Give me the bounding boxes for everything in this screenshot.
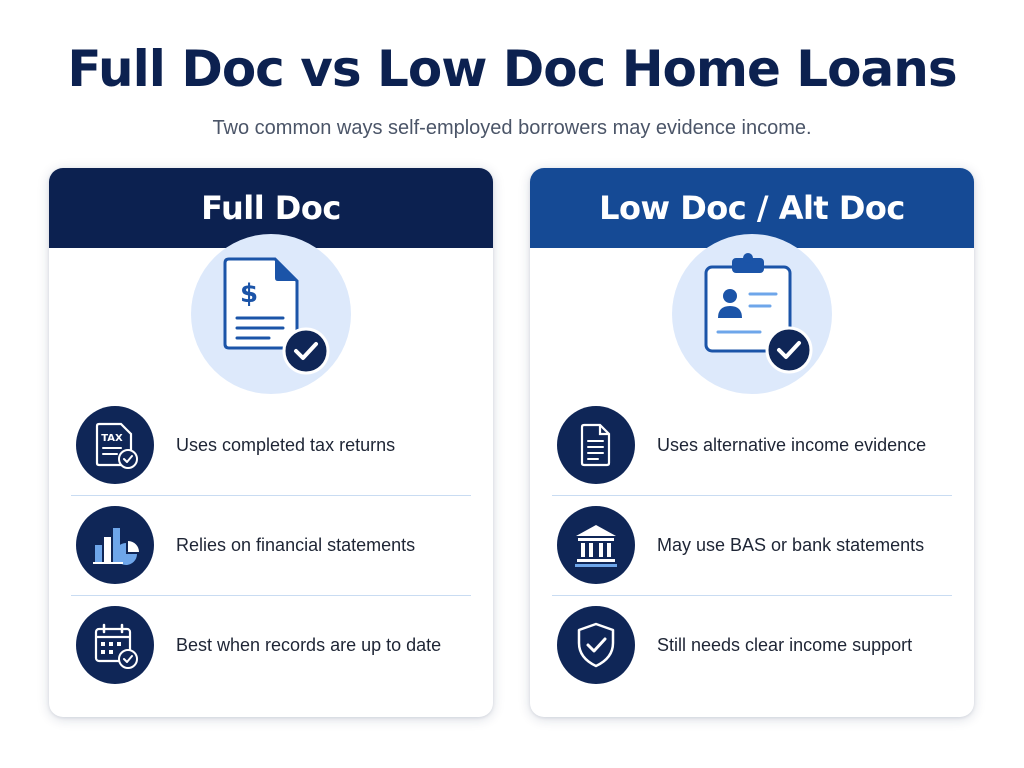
full-doc-item-financial-statements: Relies on financial statements <box>71 495 471 595</box>
divider <box>552 595 952 596</box>
bar-pie-chart-icon <box>76 506 154 584</box>
tax-label: TAX <box>101 433 123 444</box>
low-doc-item-label: May use BAS or bank statements <box>657 534 925 555</box>
divider <box>71 495 471 496</box>
page-title: Full Doc vs Low Doc Home Loans <box>67 40 957 98</box>
document-icon <box>557 406 635 484</box>
low-doc-card: Low Doc / Alt Doc Uses alte <box>530 168 974 717</box>
full-doc-card: Full Doc $ TAX Uses completed tax return… <box>49 168 493 717</box>
low-doc-item-label: Uses alternative income evidence <box>657 434 927 455</box>
divider <box>552 495 952 496</box>
low-doc-item-label: Still needs clear income support <box>657 634 913 655</box>
full-doc-item-label: Best when records are up to date <box>176 634 442 655</box>
shield-check-icon <box>557 606 635 684</box>
low-doc-item-alternative-evidence: Uses alternative income evidence <box>552 395 952 495</box>
full-doc-item-tax-returns: TAX Uses completed tax returns <box>71 395 471 495</box>
full-doc-hero-icon: $ <box>191 234 351 394</box>
tax-document-check-icon: TAX <box>76 406 154 484</box>
bank-icon <box>557 506 635 584</box>
page-subtitle: Two common ways self-employed borrowers … <box>212 117 812 139</box>
low-doc-hero-icon <box>672 234 832 394</box>
divider <box>71 595 471 596</box>
full-doc-item-records: Best when records are up to date <box>71 595 471 695</box>
full-doc-item-label: Uses completed tax returns <box>176 434 396 455</box>
low-doc-item-income-support: Still needs clear income support <box>552 595 952 695</box>
low-doc-item-bas-bank: May use BAS or bank statements <box>552 495 952 595</box>
low-doc-heading: Low Doc / Alt Doc <box>530 168 974 248</box>
full-doc-item-label: Relies on financial statements <box>176 534 416 555</box>
calendar-check-icon <box>76 606 154 684</box>
svg-text:$: $ <box>240 279 258 309</box>
